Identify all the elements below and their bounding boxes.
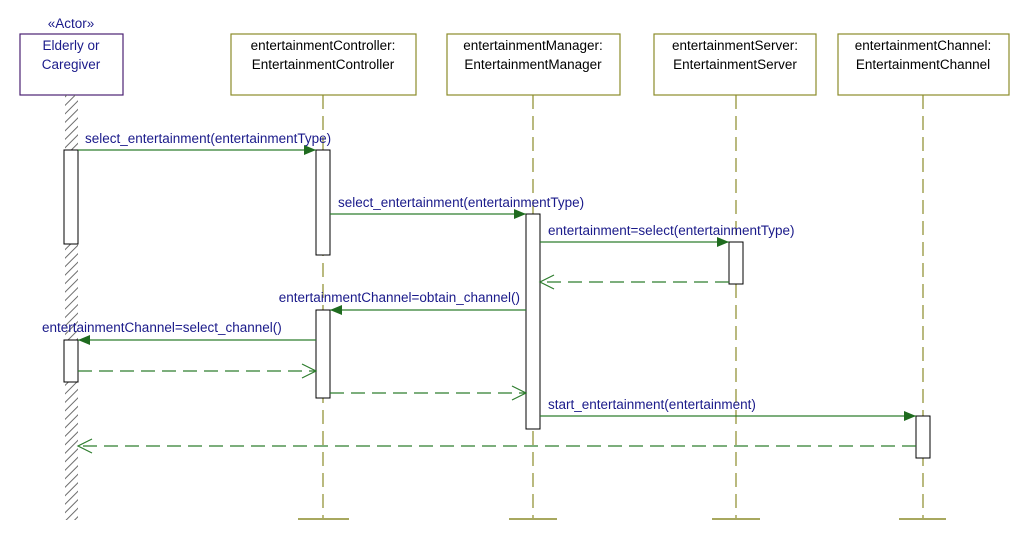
message-label: entertainmentChannel=obtain_channel() (279, 290, 520, 305)
message-label: entertainmentChannel=select_channel() (42, 320, 282, 335)
message-label: select_entertainment(entertainmentType) (338, 195, 584, 210)
object-entertainment-controller[interactable]: entertainmentController: EntertainmentCo… (230, 33, 417, 96)
actor-elderly-or-caregiver[interactable]: «Actor» Elderly or Caregiver (19, 16, 124, 96)
activation-controller-1 (315, 149, 331, 256)
message-6[interactable]: start_entertainment(entertainment) (540, 397, 916, 421)
actor-name-line1: Elderly or (42, 38, 100, 53)
object-name-line1: entertainmentChannel: (855, 38, 992, 53)
message-2[interactable]: select_entertainment(entertainmentType) (330, 195, 584, 219)
activation-actor-2 (63, 339, 79, 383)
message-arrowhead (514, 209, 526, 219)
message-3[interactable]: entertainment=select(entertainmentType) (540, 223, 795, 247)
actor-box (19, 33, 124, 96)
message-arrowhead (904, 411, 916, 421)
activation-actor-1 (63, 149, 79, 245)
message-arrowhead (304, 145, 316, 155)
message-1[interactable]: select_entertainment(entertainmentType) (78, 131, 331, 155)
object-name-line1: entertainmentServer: (672, 38, 798, 53)
object-entertainment-manager[interactable]: entertainmentManager: EntertainmentManag… (446, 33, 621, 96)
activation-server (728, 241, 744, 285)
message-4[interactable]: entertainmentChannel=obtain_channel() (279, 290, 526, 315)
return-arrowhead (301, 363, 318, 379)
object-box (653, 33, 817, 96)
object-name-line2: EntertainmentServer (673, 57, 797, 72)
message-arrowhead (717, 237, 729, 247)
object-name-line2: EntertainmentManager (464, 57, 602, 72)
return-arrowhead (511, 385, 528, 401)
object-entertainment-server[interactable]: entertainmentServer: EntertainmentServer (653, 33, 817, 96)
object-box (837, 33, 1010, 96)
return-server-to-manager[interactable] (538, 274, 729, 290)
message-arrowhead (330, 305, 342, 315)
activation-controller-2 (315, 309, 331, 399)
return-channel-to-actor[interactable] (76, 438, 916, 454)
object-box (446, 33, 621, 96)
activation-manager (525, 213, 541, 430)
object-name-line2: EntertainmentChannel (856, 57, 990, 72)
return-arrowhead (538, 274, 555, 290)
message-label: select_entertainment(entertainmentType) (85, 131, 331, 146)
return-actor-to-controller[interactable] (78, 363, 318, 379)
return-arrowhead (76, 438, 93, 454)
object-entertainment-channel[interactable]: entertainmentChannel: EntertainmentChann… (837, 33, 1010, 96)
message-label: entertainment=select(entertainmentType) (548, 223, 795, 238)
message-arrowhead (78, 335, 90, 345)
actor-name-line2: Caregiver (42, 57, 101, 72)
message-5[interactable]: entertainmentChannel=select_channel() (42, 320, 316, 345)
return-controller-to-manager[interactable] (330, 385, 528, 401)
activation-channel (915, 415, 931, 459)
actor-stereotype: «Actor» (48, 16, 95, 31)
object-name-line2: EntertainmentController (252, 57, 395, 72)
object-name-line1: entertainmentManager: (463, 38, 603, 53)
message-label: start_entertainment(entertainment) (548, 397, 756, 412)
object-name-line1: entertainmentController: (251, 38, 396, 53)
